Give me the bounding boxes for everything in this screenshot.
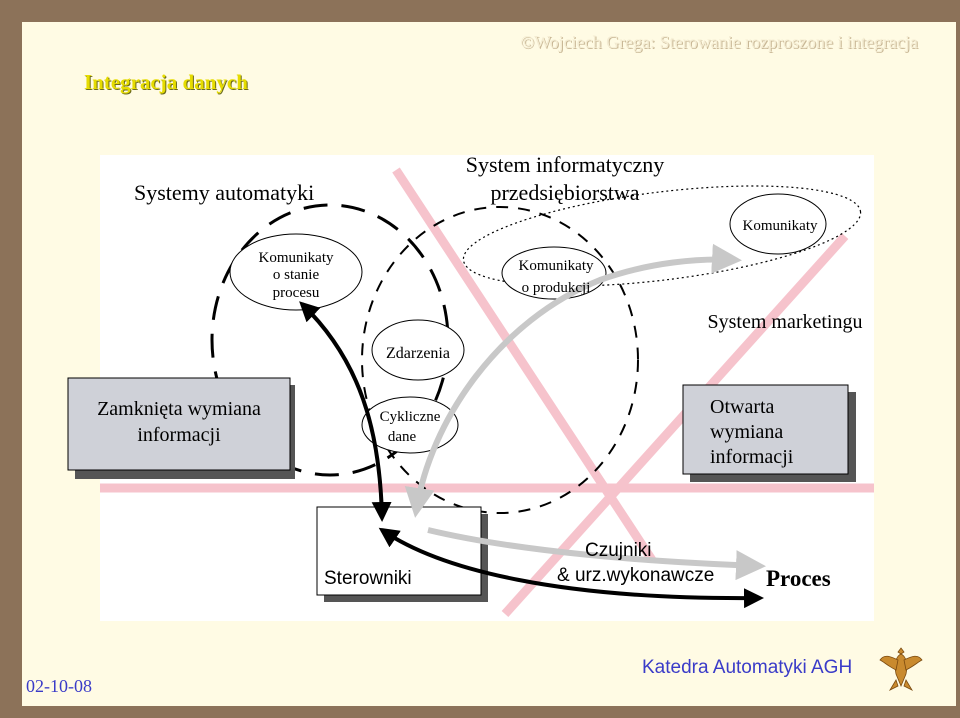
- zamknieta-label-1: Zamknięta wymiana: [97, 398, 261, 420]
- czujniki-label-2: & urz.wykonawcze: [557, 565, 714, 586]
- komunikaty-label: Komunikaty: [743, 218, 818, 234]
- sterowniki-label: Sterowniki: [324, 568, 412, 589]
- komunikaty-produkcja-label-2: o produkcji: [522, 280, 591, 296]
- otwarta-label-2: wymiana: [710, 421, 783, 443]
- zamknieta-box: [67, 377, 291, 471]
- otwarta-label-1: Otwarta: [710, 396, 775, 418]
- footer-department: Katedra Automatyki AGH: [642, 657, 853, 678]
- komunikaty-stan-label-3: procesu: [273, 285, 320, 301]
- cykliczne-label-1: Cykliczne: [380, 409, 441, 425]
- cykliczne-label-2: dane: [388, 429, 417, 445]
- czujniki-label-1: Czujniki: [585, 540, 652, 561]
- header-credit: ©Wojciech Grega: Sterowanie rozproszone …: [520, 32, 918, 52]
- zdarzenia-label: Zdarzenia: [386, 345, 450, 362]
- komunikaty-stan-ellipse: [229, 233, 363, 311]
- otwarta-label-3: informacji: [710, 446, 794, 468]
- komunikaty-stan-label-1: Komunikaty: [259, 250, 334, 266]
- footer-date: 02-10-08: [26, 676, 92, 696]
- komunikaty-stan-label-2: o stanie: [273, 267, 320, 283]
- system-informatyczny-label-1: System informatyczny: [466, 152, 665, 177]
- zamknieta-label-2: informacji: [137, 424, 221, 446]
- system-informatyczny-label-2: przedsiębiorstwa: [490, 180, 639, 205]
- agh-eagle-icon: [879, 647, 923, 691]
- slide-title: Integracja danych: [84, 70, 248, 94]
- komunikaty-ellipse: [729, 193, 827, 255]
- systemy-automatyki-label: Systemy automatyki: [134, 180, 314, 205]
- black-arrow-stan: [299, 301, 392, 522]
- gray-arrow-produkcja: [404, 243, 742, 518]
- system-marketingu-label: System marketingu: [708, 311, 863, 333]
- black-arrow-proces: [378, 527, 764, 609]
- komunikaty-produkcja-label-1: Komunikaty: [519, 258, 594, 274]
- proces-label: Proces: [766, 566, 831, 591]
